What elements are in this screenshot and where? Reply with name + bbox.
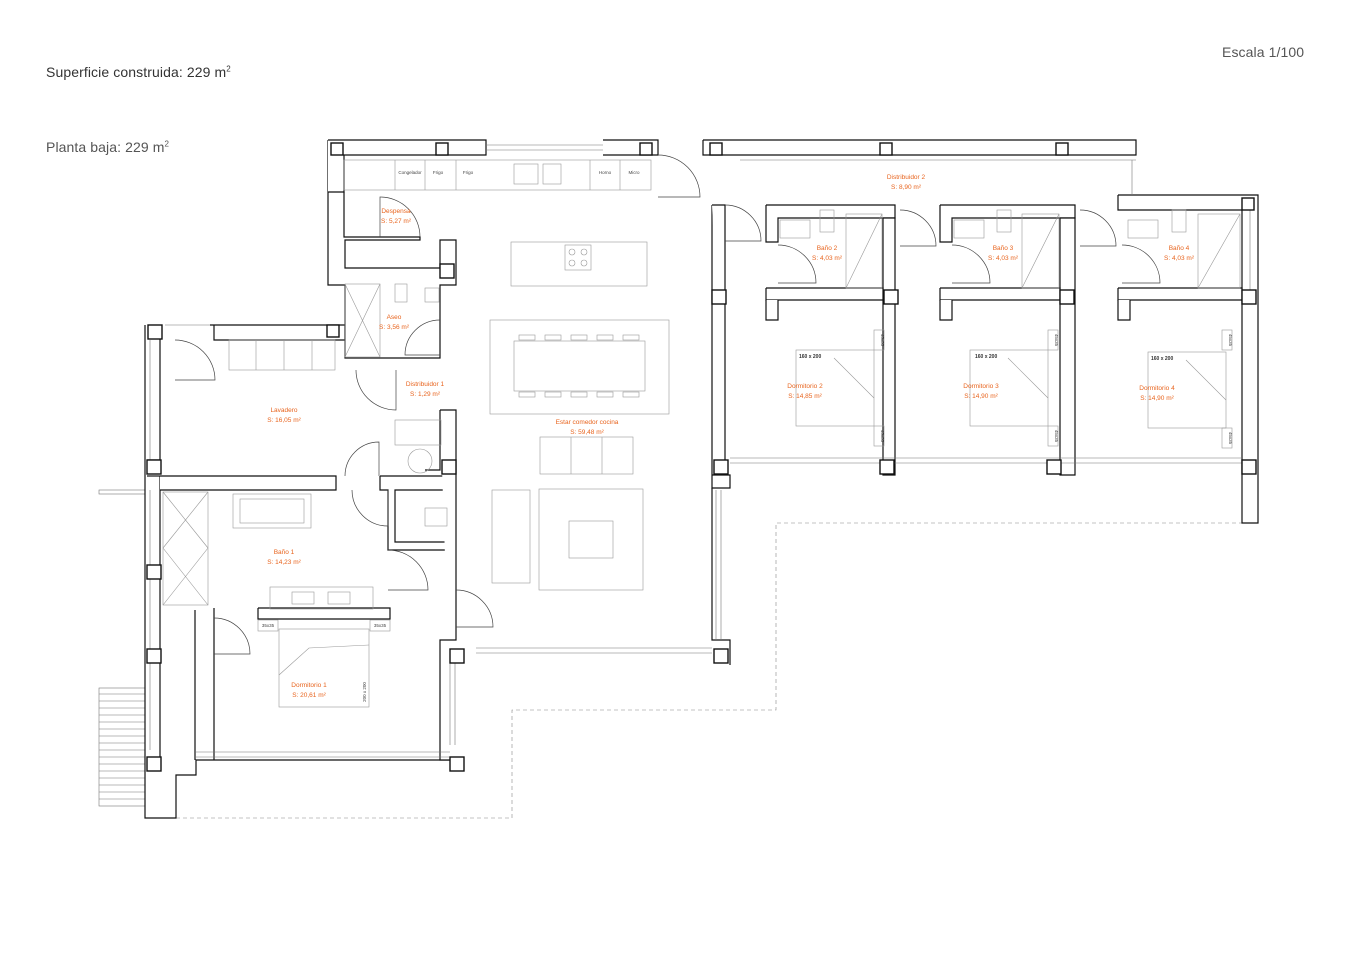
room-dorm2-area: S: 14,85 m²: [788, 393, 822, 400]
walls: [144, 139, 1259, 819]
room-dorm1-area: S: 20,61 m²: [292, 692, 326, 699]
room-bano3-name: Baño 3: [993, 245, 1014, 252]
ground-floor-title: Planta baja: 229 m2: [46, 139, 169, 155]
room-dorm3-area: S: 14,90 m²: [964, 393, 998, 400]
built-area-title: Superficie construida: 229 m2: [46, 64, 231, 80]
room-dorm3-name: Dormitorio 3: [963, 383, 999, 390]
doors: [174, 154, 1161, 655]
room-labels: Despensa S: 5,27 m² Aseo S: 3,56 m² Dist…: [267, 174, 1195, 699]
kitchen-label-frigo-1: Frigo: [433, 170, 444, 175]
room-bano4-area: S: 4,03 m²: [1164, 255, 1195, 262]
wing-furniture: 160 x 200 160 x 200 160 x 200 45x35 45x3…: [779, 209, 1241, 449]
room-dorm1-name: Dormitorio 1: [291, 682, 327, 689]
room-bano1-name: Baño 1: [274, 549, 295, 556]
kitchen-label-frigo-2: Frigo: [463, 170, 474, 175]
room-lavadero-name: Lavadero: [270, 407, 297, 414]
nightstand-label-3b: 45x35: [1054, 430, 1059, 443]
room-bano2-area: S: 4,03 m²: [812, 255, 843, 262]
kitchen-counter: Congelador Frigo Frigo Horno Micro: [343, 159, 652, 191]
room-dist1-name: Distribuidor 1: [406, 381, 445, 388]
bed-label-4: 160 x 200: [1151, 356, 1173, 362]
bed-label-3: 160 x 200: [975, 354, 997, 360]
columns: [146, 142, 1257, 772]
room-despensa-name: Despensa: [381, 208, 411, 215]
bed-label-1: 200 x 200: [362, 682, 367, 702]
nightstand-label-2a: 45x35: [880, 334, 885, 347]
nightstand-label-1a: 35x35: [262, 623, 275, 628]
room-dorm4-name: Dormitorio 4: [1139, 385, 1175, 392]
kitchen-label-horno: Horno: [599, 170, 612, 175]
glazing: [149, 144, 1251, 758]
bedroom-1-furniture: 35x35 35x35 200 x 200: [257, 619, 391, 708]
room-bano1-area: S: 14,23 m²: [267, 559, 301, 566]
exterior-stairs: [98, 489, 146, 807]
room-dorm2-name: Dormitorio 2: [787, 383, 823, 390]
superscript-2b: 2: [164, 139, 170, 149]
kitchen-label-micro: Micro: [629, 170, 640, 175]
room-bano2-name: Baño 2: [817, 245, 838, 252]
room-dist1-area: S: 1,29 m²: [410, 391, 441, 398]
room-dist2-area: S: 8,90 m²: [891, 184, 922, 191]
nightstand-label-4a: 45x35: [1228, 334, 1233, 347]
room-despensa-area: S: 5,27 m²: [381, 218, 412, 225]
room-estar-name: Estar comedor cocina: [556, 419, 619, 426]
room-bano4-name: Baño 4: [1169, 245, 1190, 252]
service-furniture: [162, 283, 448, 610]
living-furniture: [489, 241, 670, 591]
ground-floor-label: Planta baja: 229 m: [46, 139, 165, 155]
built-area-label: Superficie construida: 229 m: [46, 64, 227, 80]
bed-label-2: 160 x 200: [799, 354, 821, 360]
scale-label: Escala 1/100: [1222, 44, 1305, 60]
superscript-2: 2: [226, 64, 231, 74]
nightstand-label-1b: 35x35: [374, 623, 387, 628]
room-aseo-name: Aseo: [387, 314, 402, 321]
room-dorm4-area: S: 14,90 m²: [1140, 395, 1174, 402]
room-bano3-area: S: 4,03 m²: [988, 255, 1019, 262]
room-aseo-area: S: 3,56 m²: [379, 324, 410, 331]
nightstand-label-4b: 45x35: [1228, 432, 1233, 445]
room-estar-area: S: 59,48 m²: [570, 429, 604, 436]
kitchen-label-congelador: Congelador: [398, 170, 422, 175]
nightstand-label-3a: 45x35: [1054, 334, 1059, 347]
nightstand-label-2b: 45x35: [880, 430, 885, 443]
room-dist2-name: Distribuidor 2: [887, 174, 926, 181]
room-lavadero-area: S: 16,05 m²: [267, 417, 301, 424]
